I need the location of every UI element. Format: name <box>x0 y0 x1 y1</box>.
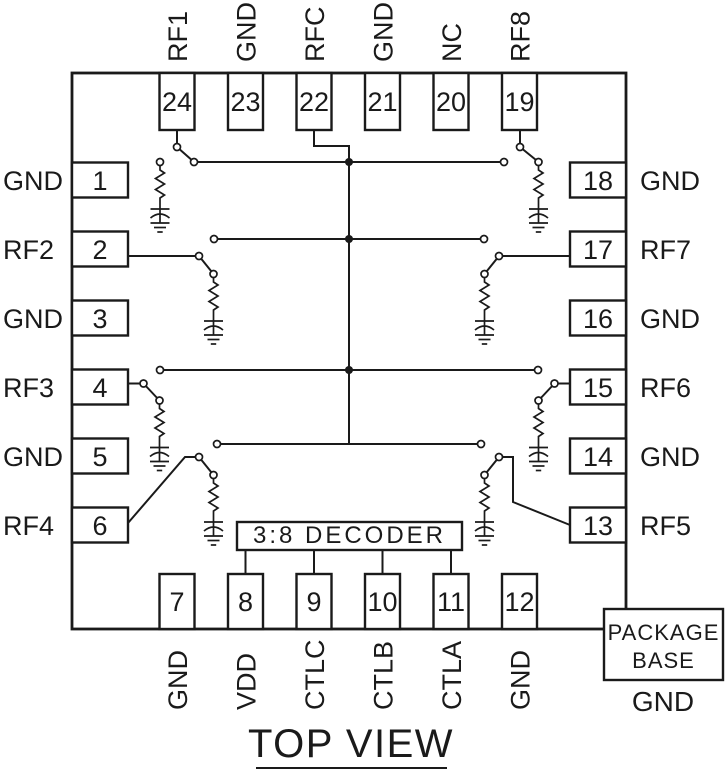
pin-label-rfc: RFC <box>300 7 330 63</box>
pin-label-gnd5: GND <box>3 442 63 472</box>
decoder-label: 3:8 DECODER <box>253 522 446 549</box>
switch-rf5 <box>474 439 571 546</box>
pin-number-24: 24 <box>162 87 192 117</box>
decoder-box <box>235 520 464 552</box>
pin-number-3: 3 <box>92 304 107 334</box>
pin-number-19: 19 <box>504 87 534 117</box>
pin-label-rf1: RF1 <box>163 11 193 62</box>
pin-number-5: 5 <box>92 442 107 472</box>
pin-label-nc: NC <box>437 23 467 62</box>
package-base-line1: PACKAGE <box>608 620 720 645</box>
junction-dot <box>345 158 353 166</box>
pin-number-7: 7 <box>169 587 184 617</box>
pin-label-gnd16: GND <box>640 304 700 334</box>
pin-number-22: 22 <box>299 87 329 117</box>
pin-number-10: 10 <box>367 587 397 617</box>
package-base-box <box>602 607 725 682</box>
pin-number-4: 4 <box>92 373 107 403</box>
title-block: TOP VIEW <box>248 722 454 769</box>
switch-rf6 <box>528 365 570 472</box>
pin-label-gnd21: GND <box>369 2 399 62</box>
pin-number-1: 1 <box>92 166 107 196</box>
pin-label-rf4: RF4 <box>3 511 54 541</box>
rfc-net <box>163 130 535 445</box>
pin-label-ctlb: CTLB <box>369 641 399 710</box>
package-base-line2: BASE <box>632 648 695 673</box>
pin-number-8: 8 <box>238 587 253 617</box>
pin-label-rf2: RF2 <box>3 235 54 265</box>
pin-label-gnd7: GND <box>163 650 193 710</box>
pin-label-ctlc: CTLC <box>300 639 330 710</box>
pin-label-rf5: RF5 <box>640 511 691 541</box>
pin-number-20: 20 <box>436 87 466 117</box>
labels-bottom: GND VDD CTLC CTLB CTLA GND <box>163 639 536 710</box>
labels-left: GND RF2 GND RF3 GND RF4 <box>3 166 63 541</box>
pin-number-15: 15 <box>583 373 613 403</box>
package-outline <box>70 71 628 631</box>
junction-dot <box>345 366 353 374</box>
pin-label-gnd14: GND <box>640 442 700 472</box>
page-title: TOP VIEW <box>248 722 454 766</box>
pin-number-12: 12 <box>504 587 534 617</box>
pin-number-21: 21 <box>367 87 397 117</box>
switch-rf3 <box>128 365 170 472</box>
package-base-block: PACKAGE BASE GND <box>602 607 725 717</box>
pin-number-23: 23 <box>230 87 260 117</box>
pins-left: 1 2 3 4 5 6 <box>70 161 130 544</box>
pin-label-gnd18: GND <box>640 166 700 196</box>
pin-number-16: 16 <box>583 304 613 334</box>
pins-right: 18 17 16 15 14 13 <box>568 161 628 544</box>
pin-number-14: 14 <box>583 442 613 472</box>
pin-number-17: 17 <box>583 235 613 265</box>
decoder-block: 3:8 DECODER <box>235 520 464 574</box>
switch-rf1 <box>149 130 199 233</box>
labels-top: RF1 GND RFC GND NC RF8 <box>163 2 536 62</box>
switch-rf2 <box>128 234 224 345</box>
pins-top: 24 23 22 21 20 19 <box>158 71 539 132</box>
switch-rf4 <box>127 439 224 546</box>
junction-dot <box>345 235 353 243</box>
pin-label-rf6: RF6 <box>640 373 691 403</box>
pin-label-rf8: RF8 <box>506 11 536 62</box>
pin-number-9: 9 <box>306 587 321 617</box>
pin-number-2: 2 <box>92 235 107 265</box>
package-base-gnd: GND <box>632 686 694 717</box>
pin-label-rf7: RF7 <box>640 235 691 265</box>
labels-right: GND RF7 GND RF6 GND RF5 <box>640 166 700 541</box>
pin-number-18: 18 <box>583 166 613 196</box>
pin-label-gnd23: GND <box>232 2 262 62</box>
switch-rf7 <box>474 234 570 345</box>
pin-label-gnd1: GND <box>3 166 63 196</box>
pin-label-gnd3: GND <box>3 304 63 334</box>
pins-bottom: 7 8 9 10 11 12 <box>158 572 539 631</box>
pin-label-ctla: CTLA <box>437 641 467 710</box>
pin-label-gnd12: GND <box>506 650 536 710</box>
pin-label-vdd: VDD <box>232 653 262 710</box>
pin-number-6: 6 <box>92 511 107 541</box>
pin-label-rf3: RF3 <box>3 373 54 403</box>
pin-number-11: 11 <box>437 587 465 617</box>
switch-rf8 <box>499 130 549 233</box>
pin-number-13: 13 <box>583 511 613 541</box>
